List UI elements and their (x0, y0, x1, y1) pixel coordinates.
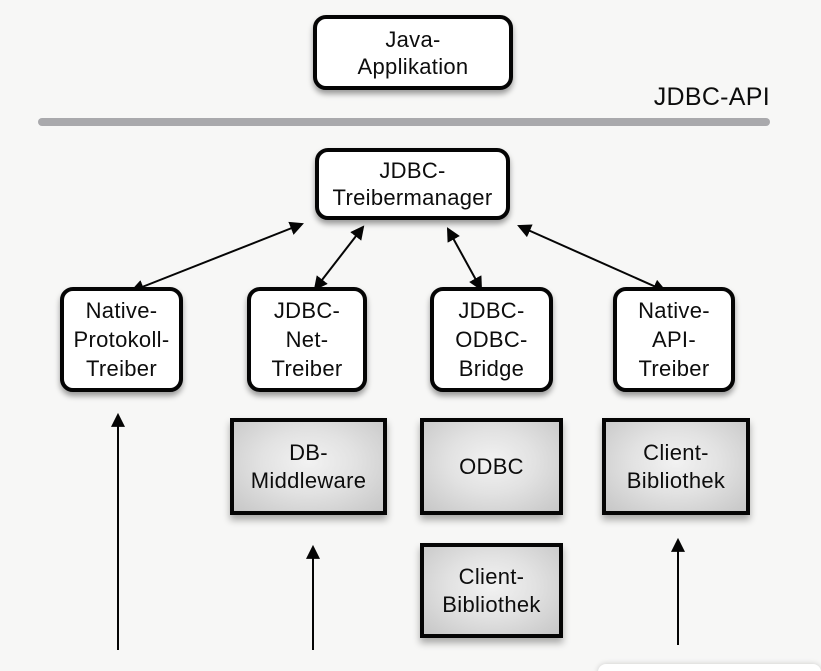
jdbc-api-label: JDBC-API (653, 83, 770, 111)
arrow-treibermanager-native-api (517, 224, 667, 293)
node-jdbc-treibermanager: JDBC- Treibermanager (315, 148, 510, 220)
node-client-bibliothek-right: Client- Bibliothek (602, 418, 750, 515)
jdbc-api-separator-line (38, 118, 770, 126)
node-native-api-treiber: Native- API- Treiber (613, 287, 735, 392)
node-odbc: ODBC (420, 418, 563, 515)
arrow-treibermanager-native-protokoll (130, 221, 304, 294)
node-native-protokoll-treiber: Native- Protokoll- Treiber (60, 287, 183, 392)
partial-box-bottom-right (598, 664, 821, 671)
node-client-bibliothek-bottom: Client- Bibliothek (420, 543, 563, 638)
node-jdbc-odbc-bridge: JDBC- ODBC- Bridge (430, 287, 553, 392)
node-db-middleware: DB- Middleware (230, 418, 387, 515)
node-jdbc-net-treiber: JDBC- Net- Treiber (247, 287, 367, 392)
arrow-treibermanager-jdbc-odbc (446, 227, 483, 291)
arrow-treibermanager-jdbc-net (313, 225, 365, 291)
node-java-applikation: Java- Applikation (313, 15, 513, 90)
